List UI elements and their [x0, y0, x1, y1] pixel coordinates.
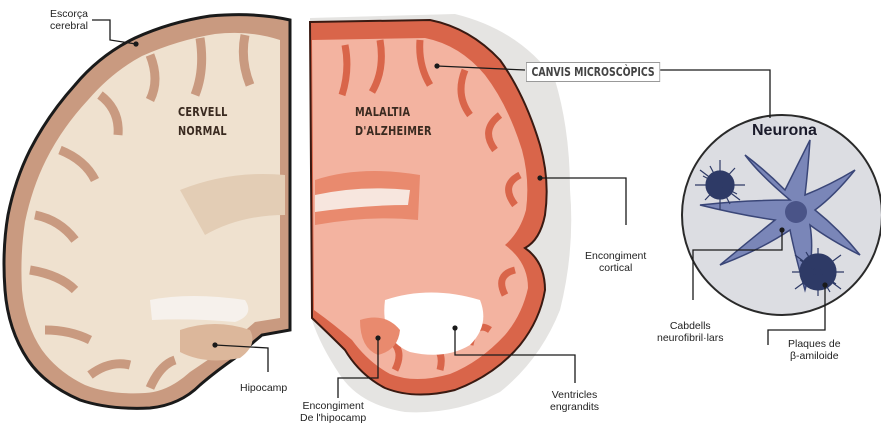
- title-alzheimer-brain: MALALTIA D'ALZHEIMER: [355, 102, 432, 140]
- normal-ventricle: [150, 296, 248, 322]
- label-cortex: Escorça cerebral: [50, 8, 88, 32]
- alz-ventricle: [384, 293, 483, 355]
- neuron-nucleus: [785, 201, 807, 223]
- label-enlarged-ventricles: Ventricles engrandits: [550, 389, 599, 413]
- normal-hippocampus: [180, 324, 252, 360]
- label-cortical-shrinkage: Encongiment cortical: [585, 250, 646, 274]
- label-microscopic-changes: CANVIS MICROSCÒPICS: [526, 62, 660, 82]
- label-neurofibrillary-tangles: Cabdells neurofibril·lars: [657, 320, 724, 344]
- neuron-view: [682, 115, 881, 315]
- normal-brain: [4, 15, 290, 409]
- label-hippocampal-shrinkage: Encongiment De l'hipocamp: [300, 400, 366, 424]
- title-normal-brain: CERVELL NORMAL: [178, 102, 228, 140]
- label-neuron: Neurona: [752, 122, 817, 140]
- label-hippocampus: Hipocamp: [240, 382, 287, 394]
- label-amyloid-plaques: Plaques de β-amiloide: [788, 338, 841, 362]
